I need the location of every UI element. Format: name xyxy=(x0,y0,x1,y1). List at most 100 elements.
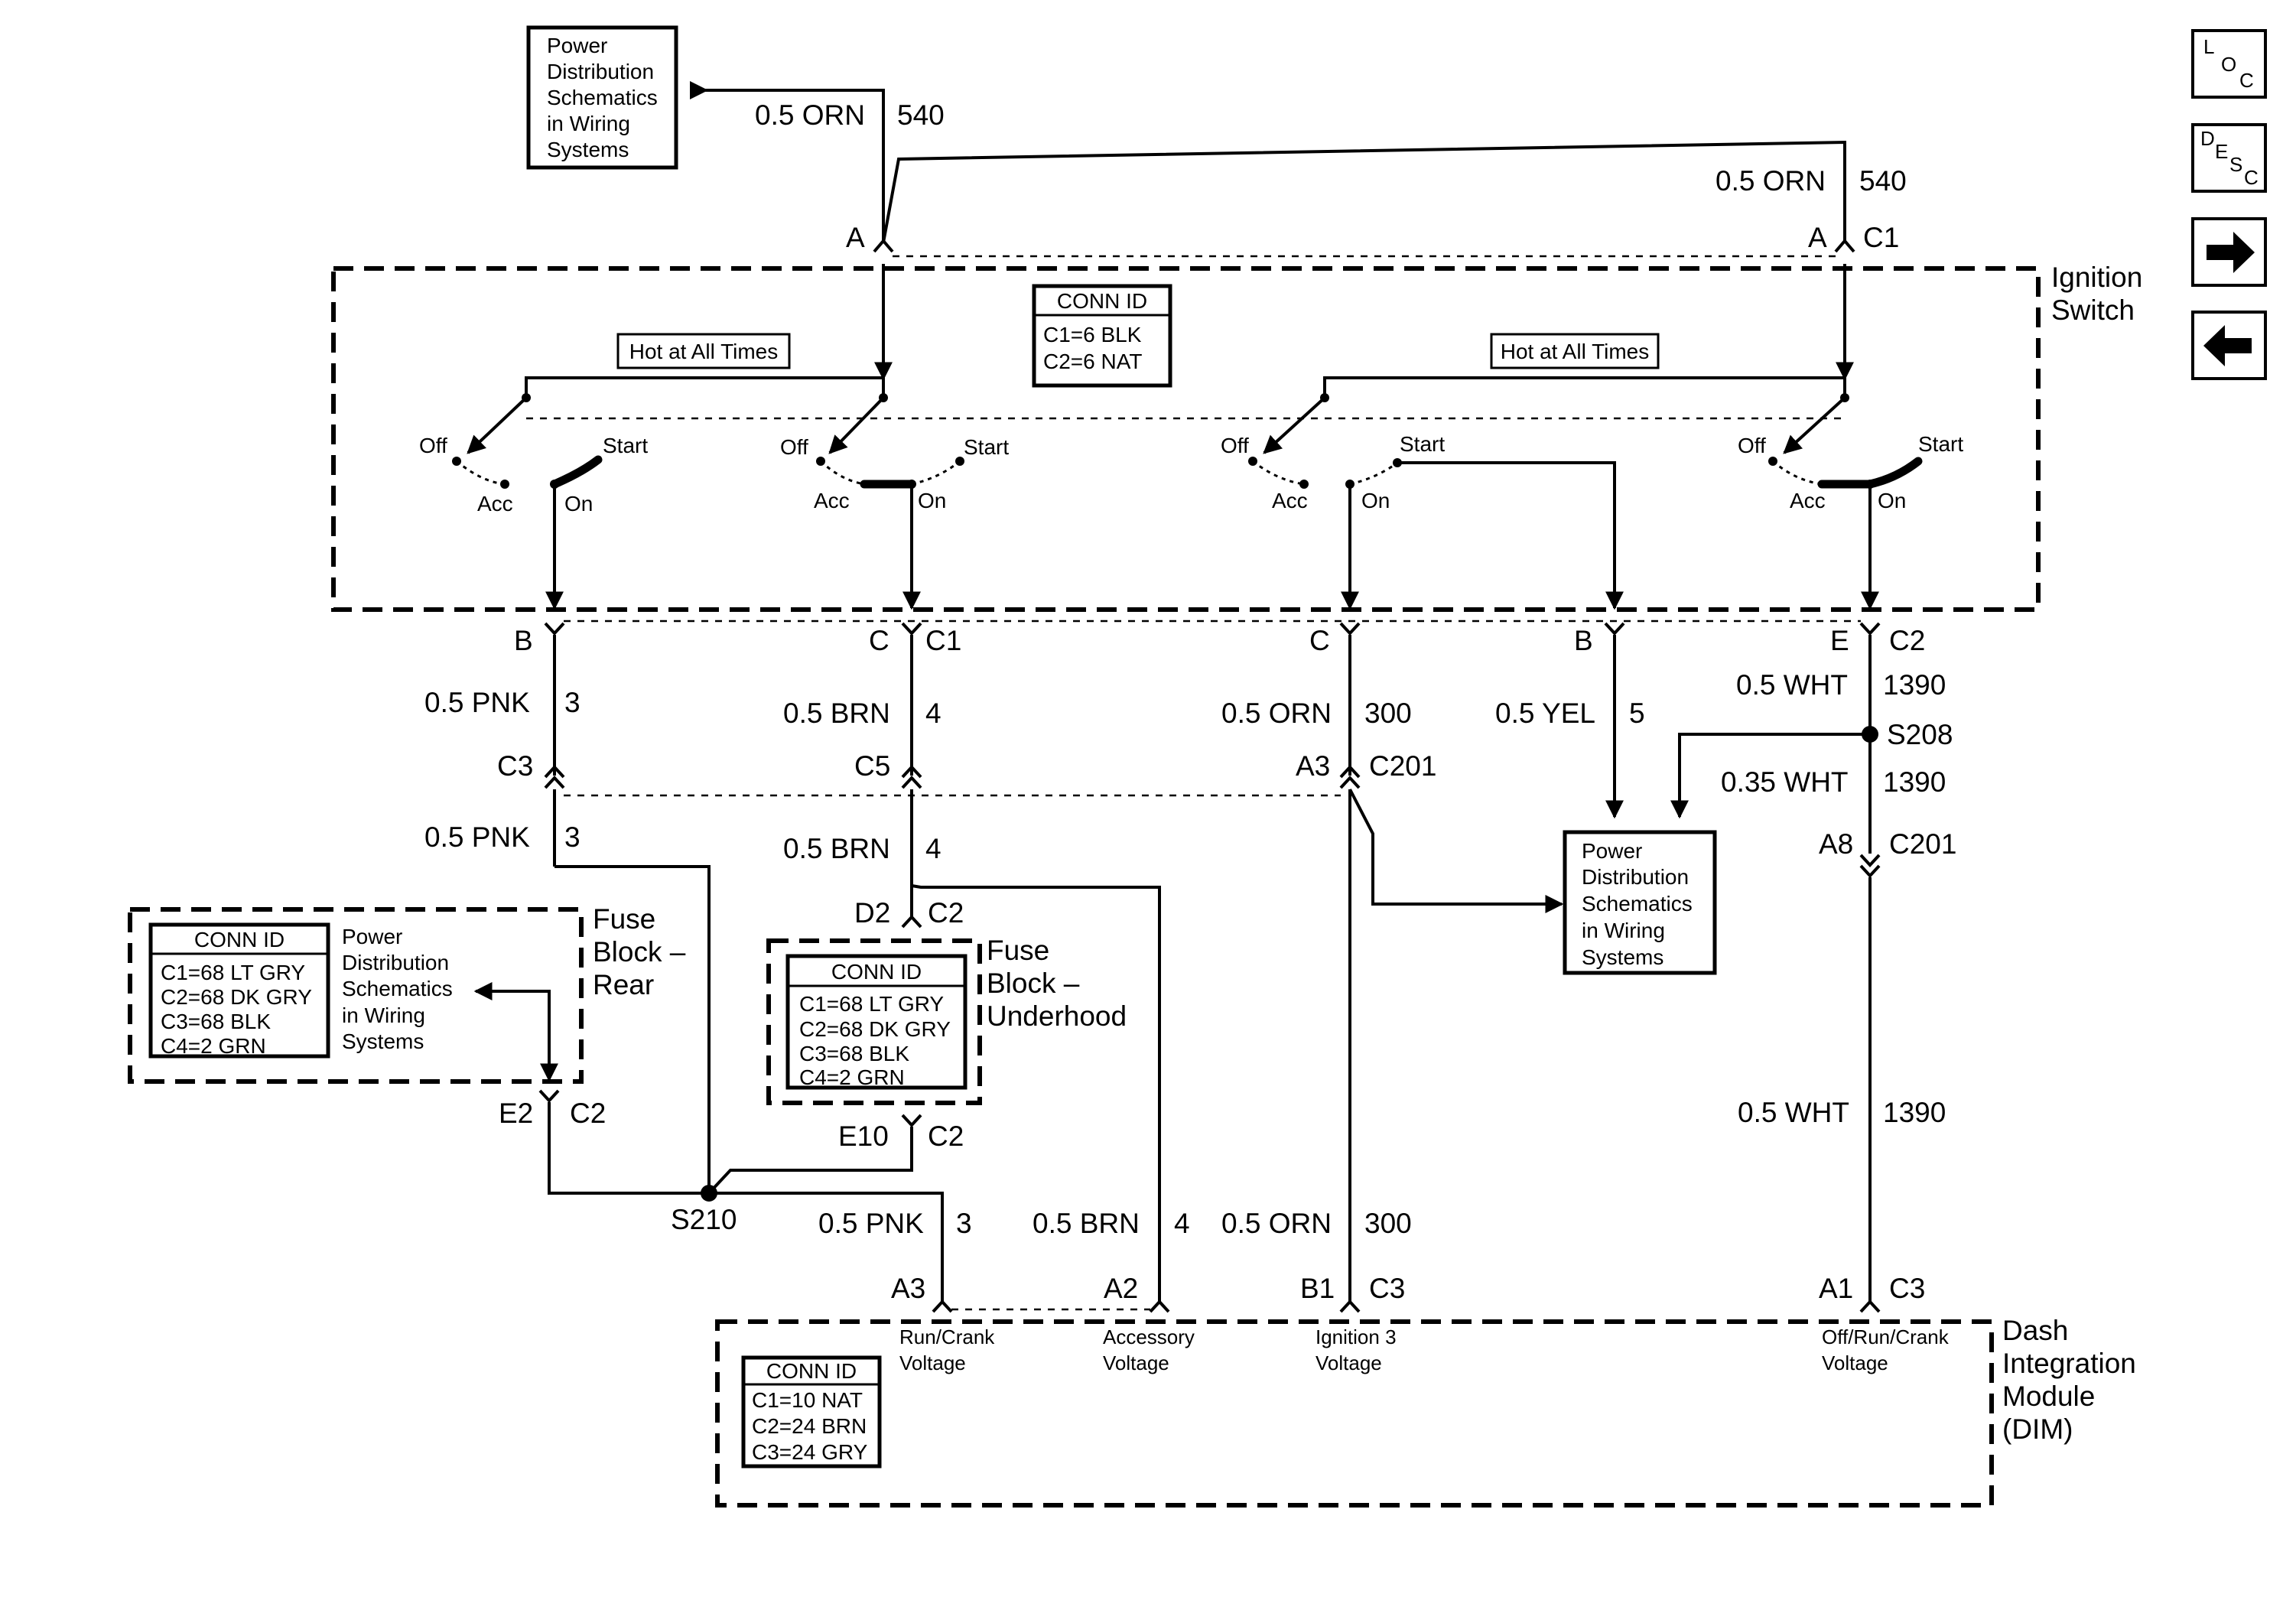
connector-a3-c201: A3 xyxy=(1296,750,1330,782)
dim-input-ignition3-1: Ignition 3 xyxy=(1315,1325,1397,1348)
pd-top-line-1: Power xyxy=(547,34,607,57)
dim-input-off-run-crank-1: Off/Run/Crank xyxy=(1822,1325,1950,1348)
wire-label-brn1-circuit: 4 xyxy=(925,698,941,729)
connector-a8-c201: A8 xyxy=(1819,828,1853,860)
dim-title-1: Dash xyxy=(2002,1315,2068,1346)
dim-input-off-run-crank-2: Voltage xyxy=(1822,1351,1888,1374)
wire-label-top-c1-circuit: 540 xyxy=(1859,165,1907,197)
wire-label-wht1-gauge: 0.5 WHT xyxy=(1736,669,1848,701)
ignition-conn-id-line-2: C2=6 NAT xyxy=(1043,350,1142,373)
fuse-under-conn-line-1: C1=68 LT GRY xyxy=(799,992,944,1016)
connector-b1-dim: B1 xyxy=(1300,1273,1335,1304)
pd-right-line-2: Distribution xyxy=(1582,865,1689,889)
fuse-under-title-1: Fuse xyxy=(987,935,1049,966)
wire-label-brn3-gauge: 0.5 BRN xyxy=(1033,1208,1140,1239)
connector-a1-dim: A1 xyxy=(1819,1273,1853,1304)
power-distribution-reference-fuse-rear[interactable]: Power Distribution Schematics in Wiring … xyxy=(342,925,453,1053)
dim-conn-line-2: C2=24 BRN xyxy=(752,1414,867,1438)
pd-right-line-5: Systems xyxy=(1582,945,1663,969)
switch-section-3: Off Acc On Start xyxy=(1221,393,1624,610)
fuse-rear-title-1: Fuse xyxy=(593,903,655,935)
pd-rear-line-3: Schematics xyxy=(342,977,453,1000)
wire-label-pnk2-circuit: 3 xyxy=(564,821,581,853)
pd-rear-line-4: in Wiring xyxy=(342,1003,425,1027)
sw4-off: Off xyxy=(1738,434,1766,457)
wire-label-brn2-circuit: 4 xyxy=(925,833,941,864)
dim-input-accessory-2: Voltage xyxy=(1103,1351,1169,1374)
connector-a2-dim: A2 xyxy=(1104,1273,1138,1304)
previous-button[interactable] xyxy=(2191,311,2267,380)
fuse-under-title-3: Underhood xyxy=(987,1000,1127,1032)
wire-label-top-a-circuit: 540 xyxy=(897,99,945,131)
sw4-start: Start xyxy=(1918,432,1963,456)
location-button[interactable]: L O C xyxy=(2191,29,2267,99)
hot-at-all-times-label-2: Hot at All Times xyxy=(1501,340,1650,363)
dash-integration-module: Dash Integration Module (DIM) CONN ID C1… xyxy=(715,1315,2136,1508)
connector-c2-d2: C2 xyxy=(928,897,964,929)
connector-b-ign-1: B xyxy=(514,625,533,656)
wire-label-pnk3-gauge: 0.5 PNK xyxy=(818,1208,924,1239)
connector-e2-fuse-rear: E2 xyxy=(499,1098,533,1129)
sw1-on: On xyxy=(564,492,593,516)
left-arrow-icon xyxy=(2203,325,2252,366)
wire-label-pnk2-gauge: 0.5 PNK xyxy=(424,821,530,853)
pd-top-line-2: Distribution xyxy=(547,60,654,83)
dim-conn-line-3: C3=24 GRY xyxy=(752,1440,868,1464)
desc-e: E xyxy=(2215,140,2228,163)
wire-label-orn3-circuit: 300 xyxy=(1364,1208,1412,1239)
wire-label-wht2-gauge: 0.35 WHT xyxy=(1721,766,1849,798)
connector-c-ign-3: C xyxy=(1309,625,1330,656)
connector-c2-ign-bottom: C2 xyxy=(1889,625,1925,656)
fuse-under-conn-line-4: C4=2 GRN xyxy=(799,1065,905,1089)
sw4-acc: Acc xyxy=(1790,489,1826,512)
ignition-conn-id-title: CONN ID xyxy=(1057,289,1147,313)
ignition-conn-id-line-1: C1=6 BLK xyxy=(1043,323,1142,346)
dim-title-4: (DIM) xyxy=(2002,1413,2073,1445)
sw3-on: On xyxy=(1361,489,1390,512)
pd-top-line-5: Systems xyxy=(547,138,629,161)
connector-a-ignition-left: A xyxy=(846,222,865,253)
next-button[interactable] xyxy=(2191,217,2267,287)
fuse-block-rear: Fuse Block – Rear CONN ID C1=68 LT GRY C… xyxy=(128,903,686,1084)
power-distribution-reference-right[interactable]: Power Distribution Schematics in Wiring … xyxy=(1563,830,1717,975)
fuse-under-conn-line-3: C3=68 BLK xyxy=(799,1042,909,1065)
splice-label-s210: S210 xyxy=(671,1204,737,1235)
wire-label-orn1-circuit: 300 xyxy=(1364,698,1412,729)
pd-right-line-4: in Wiring xyxy=(1582,919,1665,942)
switch-section-4: Off Acc On Start xyxy=(1738,393,1963,610)
wire-label-yel-circuit: 5 xyxy=(1629,698,1645,729)
ignition-conn-id: CONN ID C1=6 BLK C2=6 NAT xyxy=(1032,284,1172,388)
dim-input-ignition3-2: Voltage xyxy=(1315,1351,1382,1374)
sw2-acc: Acc xyxy=(814,489,850,512)
connector-c201-label-a: C201 xyxy=(1369,750,1436,782)
pd-rear-line-2: Distribution xyxy=(342,951,449,974)
dim-input-accessory-1: Accessory xyxy=(1103,1325,1195,1348)
switch-section-2: Off Acc On Start xyxy=(780,393,1009,610)
ignition-switch-title-2: Switch xyxy=(2051,294,2135,326)
sw1-acc: Acc xyxy=(477,492,513,516)
loc-c: C xyxy=(2239,69,2254,92)
pd-rear-line-5: Systems xyxy=(342,1029,424,1053)
connector-e10-fuse-underhood: E10 xyxy=(838,1120,889,1152)
power-distribution-reference-top[interactable]: Power Distribution Schematics in Wiring … xyxy=(526,25,678,170)
splice-label-s208: S208 xyxy=(1887,719,1953,750)
wire-label-top-c1-gauge: 0.5 ORN xyxy=(1715,165,1826,197)
fuse-under-conn-line-2: C2=68 DK GRY xyxy=(799,1017,951,1041)
ignition-switch-title-1: Ignition xyxy=(2051,262,2142,293)
desc-s: S xyxy=(2229,153,2242,176)
connector-c2-e2: C2 xyxy=(570,1098,606,1129)
fuse-rear-title-2: Block – xyxy=(593,936,686,968)
loc-o: O xyxy=(2221,53,2236,76)
description-button[interactable]: D E S C xyxy=(2191,123,2267,193)
connector-c1-ignition-top: C1 xyxy=(1863,222,1899,253)
wire-label-brn3-circuit: 4 xyxy=(1174,1208,1190,1239)
fuse-rear-title-3: Rear xyxy=(593,969,654,1000)
fuse-rear-conn-line-3: C3=68 BLK xyxy=(161,1010,271,1033)
wire-label-wht3-gauge: 0.5 WHT xyxy=(1738,1097,1849,1128)
pd-rear-line-1: Power xyxy=(342,925,402,948)
wire-label-pnk1-gauge: 0.5 PNK xyxy=(424,687,530,718)
connector-e-ign-5: E xyxy=(1830,625,1849,656)
wire-label-orn3-gauge: 0.5 ORN xyxy=(1221,1208,1332,1239)
connector-d2-fuse-underhood: D2 xyxy=(854,897,890,929)
